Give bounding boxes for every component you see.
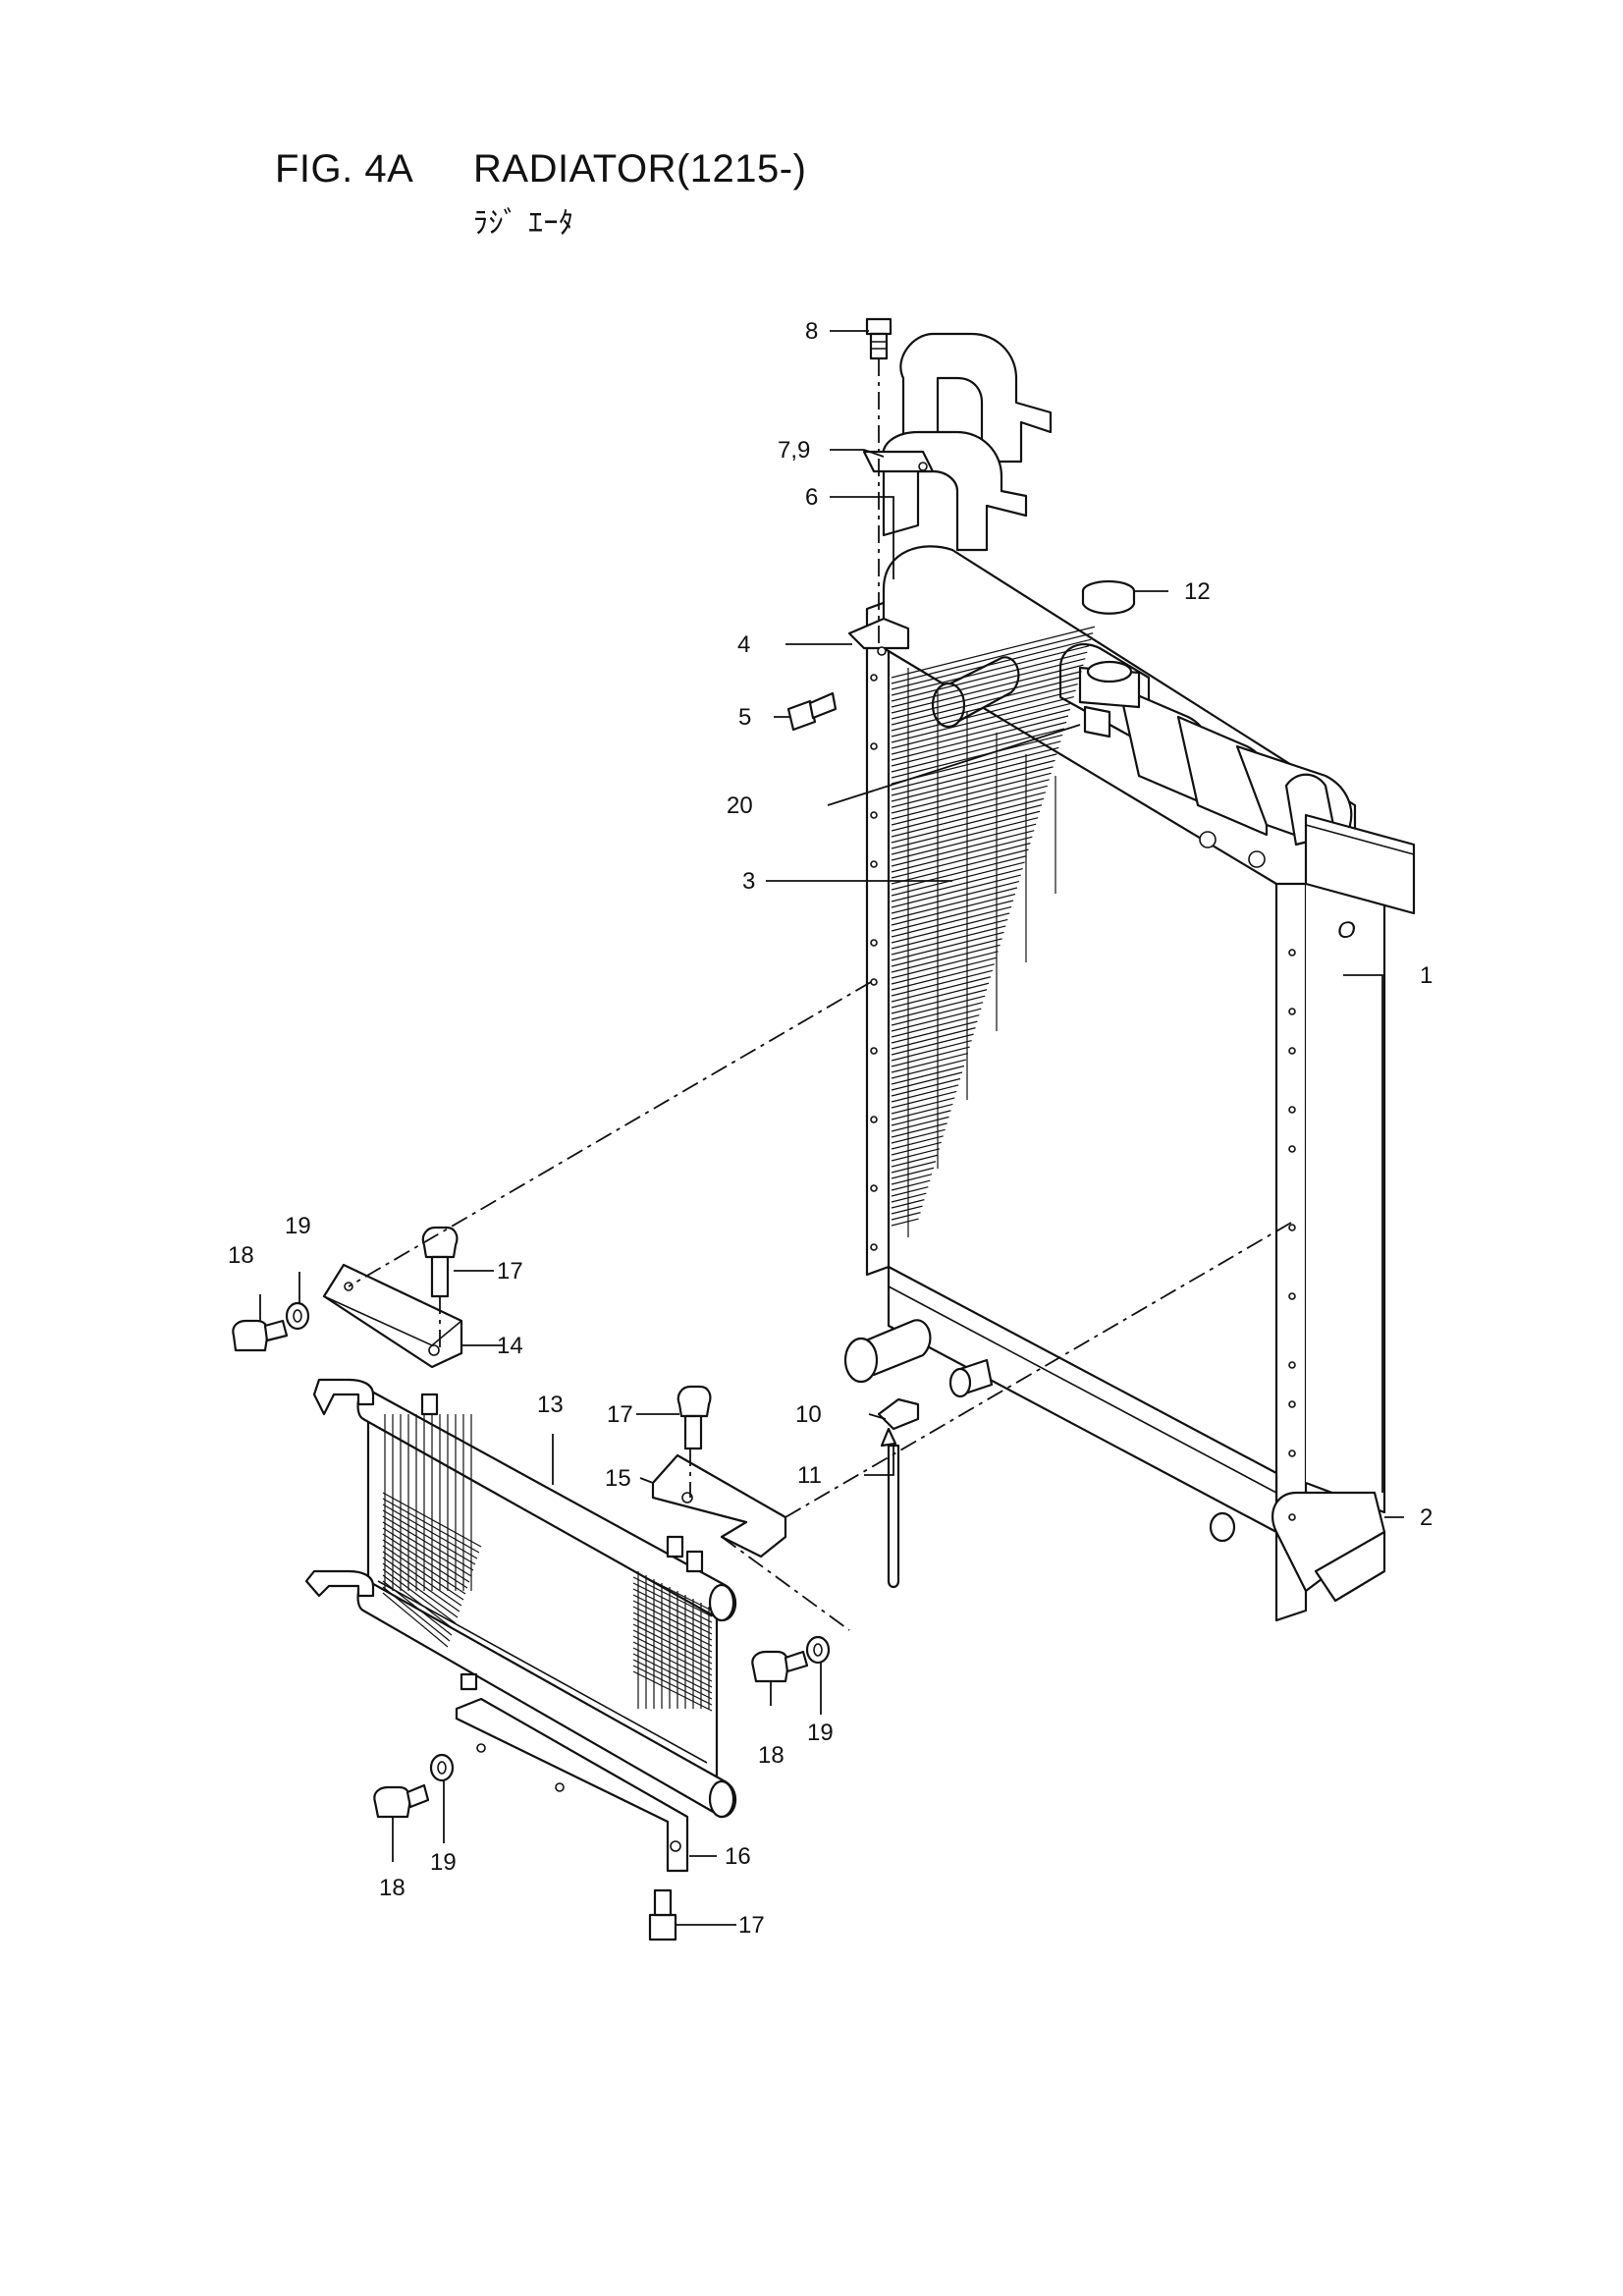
caution-label-20 xyxy=(1083,705,1111,738)
callout-15: 15 xyxy=(605,1465,631,1492)
callout-6: 6 xyxy=(805,484,818,511)
callout-16: 16 xyxy=(725,1843,751,1870)
figure-name: RADIATOR(1215-) xyxy=(473,147,807,191)
bracket-14 xyxy=(322,1263,463,1369)
callout-13: 13 xyxy=(537,1392,564,1418)
callout-8: 8 xyxy=(805,318,818,345)
washer-19-upper xyxy=(285,1301,310,1331)
frame-marking: O xyxy=(1337,917,1356,944)
callout-7-9: 7,9 xyxy=(778,437,810,464)
top-cover-brackets xyxy=(862,332,1053,552)
bolt-18-upper xyxy=(232,1319,289,1352)
bolt-8 xyxy=(865,317,893,360)
leader-lines xyxy=(259,330,1404,1926)
bolt-17-middle xyxy=(676,1385,712,1450)
callout-18-right: 18 xyxy=(758,1742,784,1769)
callout-1: 1 xyxy=(1420,962,1433,989)
washer-19-right xyxy=(805,1635,831,1665)
washer-19-lower xyxy=(429,1753,455,1782)
callout-19-upper: 19 xyxy=(285,1213,311,1239)
drain-cock-10 xyxy=(877,1397,920,1448)
oil-cooler-fins xyxy=(382,1414,713,1712)
assembly-lines xyxy=(348,358,1292,1631)
radiator-core-fins xyxy=(891,626,1096,1237)
bolt-5 xyxy=(786,691,838,732)
callout-18-lower: 18 xyxy=(379,1875,406,1901)
callout-10: 10 xyxy=(795,1401,822,1428)
oil-cooler-13 xyxy=(304,1378,737,1819)
bolt-17-lower xyxy=(648,1888,677,1941)
callout-14: 14 xyxy=(497,1333,523,1359)
callout-17-middle: 17 xyxy=(607,1401,633,1428)
callout-17-lower: 17 xyxy=(738,1912,765,1939)
callout-19-lower: 19 xyxy=(430,1849,457,1876)
callout-5: 5 xyxy=(738,704,751,731)
radiator-core-assembly: O xyxy=(843,545,1416,1622)
callout-17-upper: 17 xyxy=(497,1258,523,1285)
bolt-18-right xyxy=(751,1650,809,1683)
callout-labels: 1 2 3 4 5 6 7,9 8 10 11 12 13 14 15 16 1… xyxy=(228,318,1433,1939)
bracket-16 xyxy=(455,1697,689,1873)
figure-number: FIG. 4A xyxy=(275,147,414,191)
bracket-15 xyxy=(651,1453,787,1558)
bolt-18-lower xyxy=(373,1783,430,1819)
callout-20: 20 xyxy=(727,793,753,819)
radiator-cap xyxy=(1081,579,1136,615)
drain-hose-11 xyxy=(887,1444,900,1589)
callout-3: 3 xyxy=(742,868,755,895)
bolt-17-upper xyxy=(421,1226,459,1298)
callout-11: 11 xyxy=(797,1462,822,1489)
callout-19-right: 19 xyxy=(807,1720,834,1746)
callout-4: 4 xyxy=(737,631,750,658)
callout-18-upper: 18 xyxy=(228,1242,254,1269)
callout-2: 2 xyxy=(1420,1504,1433,1531)
callout-12: 12 xyxy=(1184,578,1211,605)
figure-subtitle: ﾗｼﾞ ｴｰﾀ xyxy=(473,206,574,241)
